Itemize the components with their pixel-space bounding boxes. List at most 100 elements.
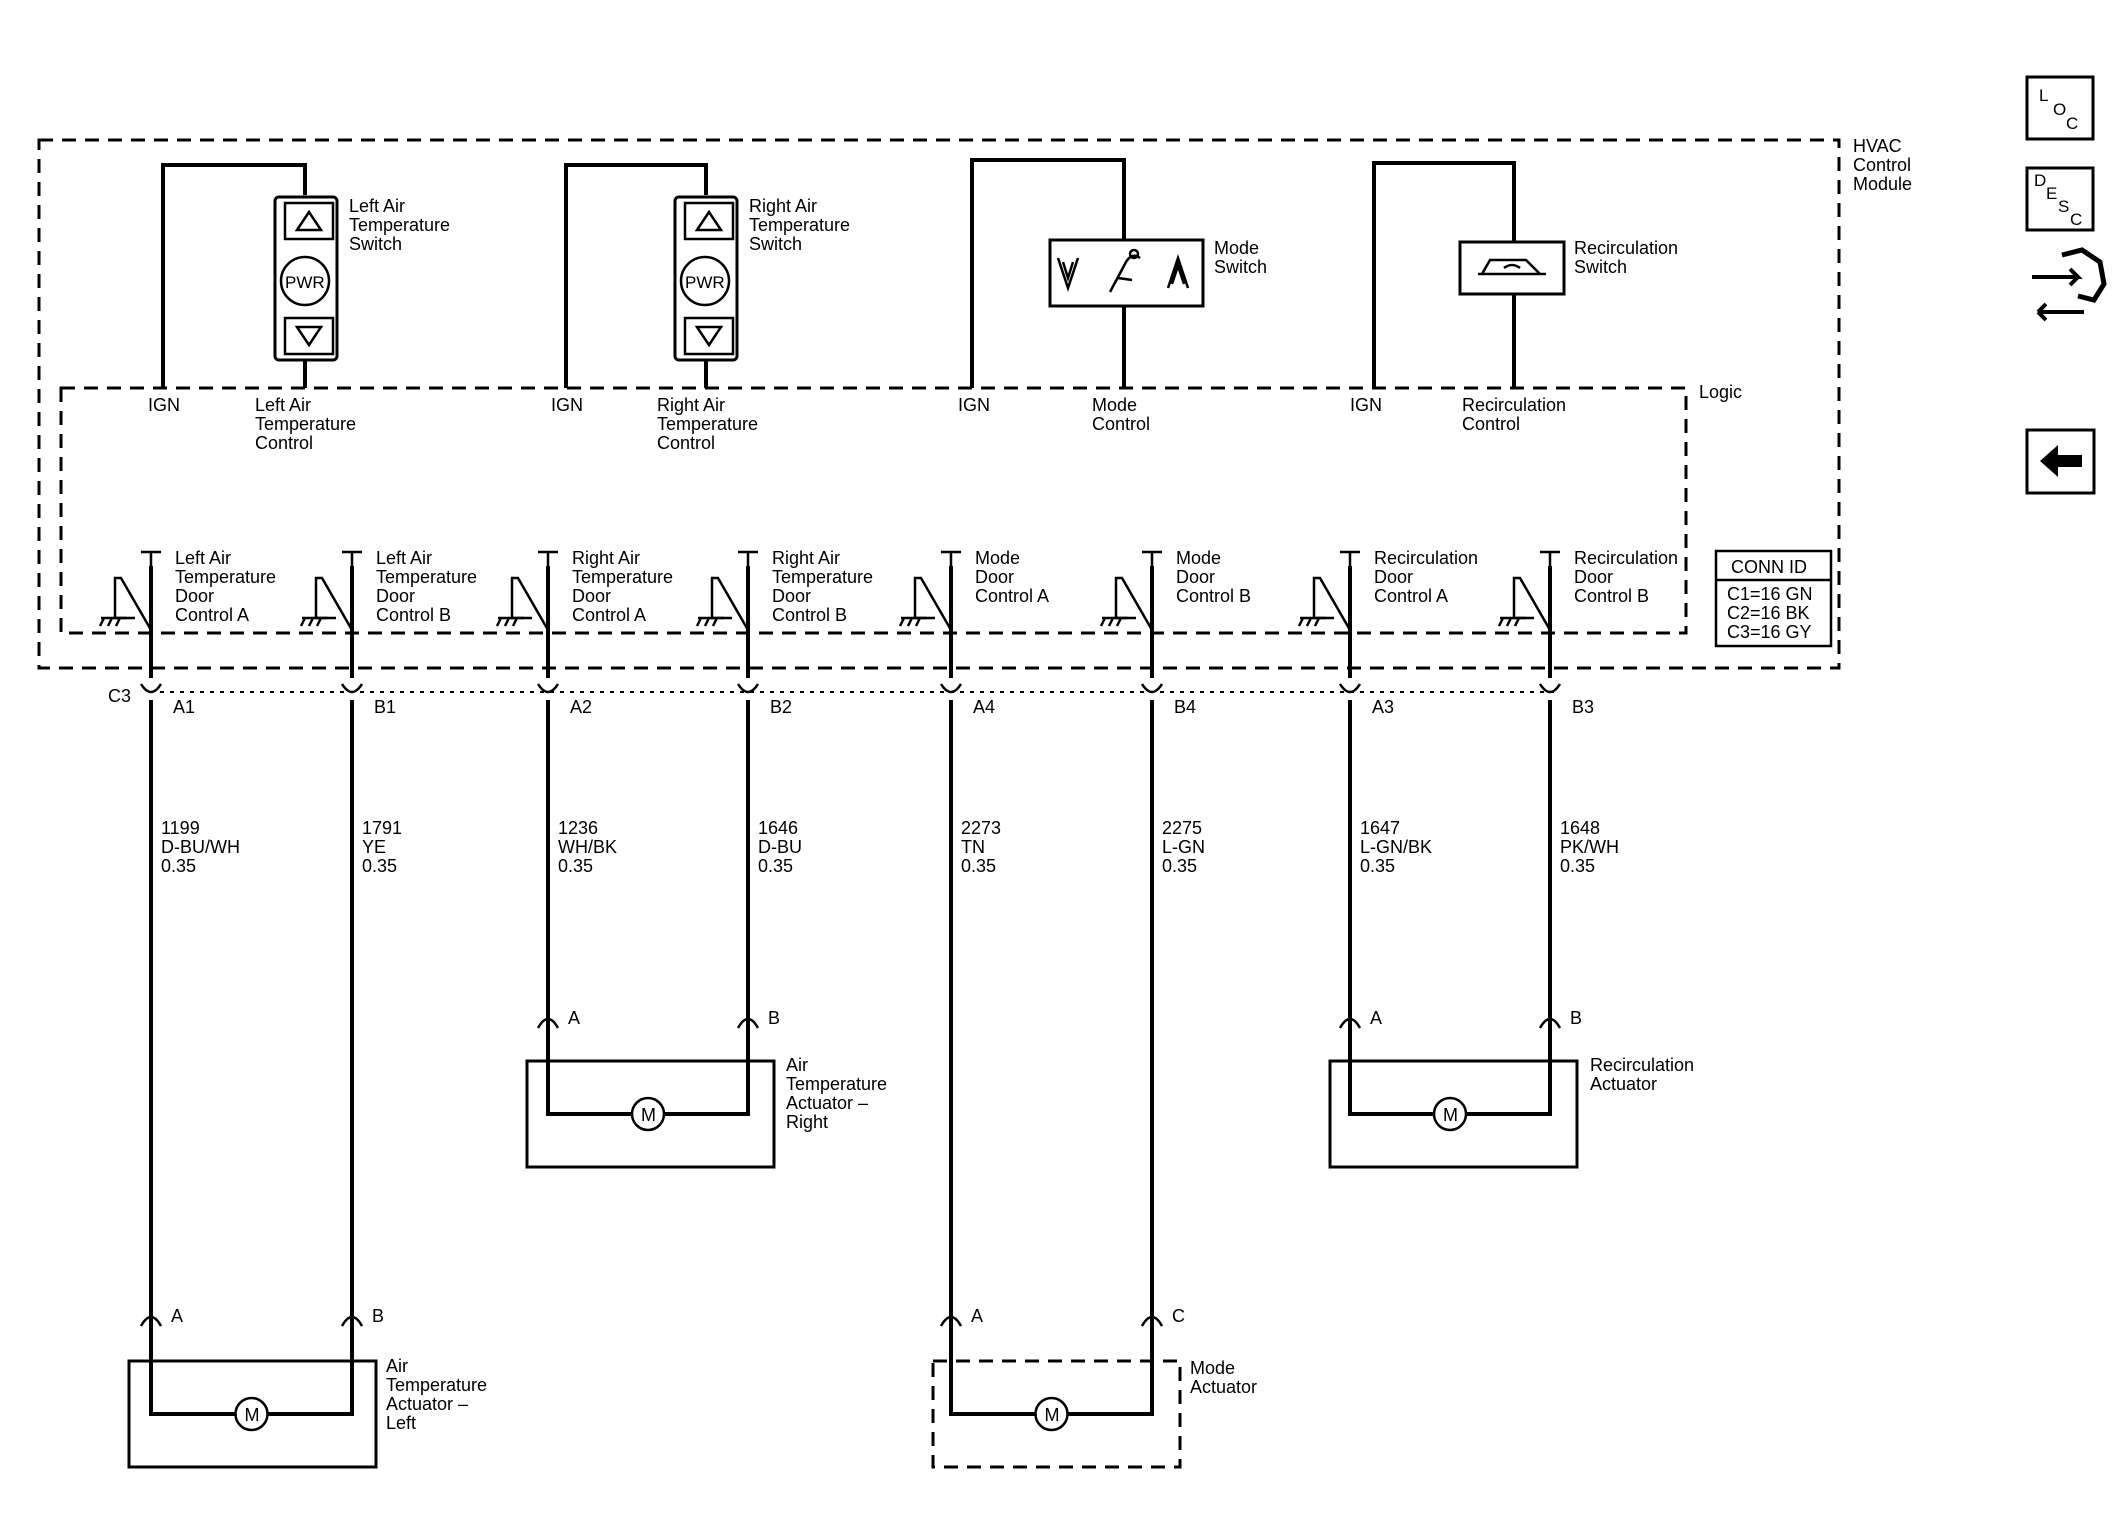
- driver-label: Door: [376, 586, 415, 606]
- circuit-number: 1236: [558, 818, 598, 838]
- actuator-label: Recirculation: [1590, 1055, 1694, 1075]
- connector-pin: [1140, 683, 1164, 694]
- actuator-label: Air: [386, 1356, 408, 1376]
- driver-label: Control A: [175, 605, 249, 625]
- pin-label: B3: [1572, 697, 1594, 717]
- ign-label-4: IGN: [1350, 395, 1382, 415]
- power-button-icon: [679, 255, 731, 307]
- conn-id-row-2: C2=16 BK: [1727, 603, 1810, 623]
- actuator-label: Temperature: [786, 1074, 887, 1094]
- actuator-pin-label: B: [1570, 1008, 1582, 1028]
- connector-icon[interactable]: [2032, 247, 2107, 322]
- ground-icon: [1099, 616, 1128, 627]
- loc-letter-o: O: [2053, 100, 2066, 119]
- actuator-pin: [939, 1315, 963, 1327]
- ground-icon: [299, 616, 328, 627]
- circuit-number: 2273: [961, 818, 1001, 838]
- driver-label: Door: [175, 586, 214, 606]
- logic-label: Logic: [1699, 382, 1742, 402]
- driver-label: Recirculation: [1574, 548, 1678, 568]
- left-switch-label-2: Temperature: [349, 215, 450, 235]
- mode-down-icon: [1056, 257, 1080, 292]
- actuator-label: Actuator –: [386, 1394, 468, 1414]
- desc-letter-s: S: [2058, 197, 2069, 216]
- motor-label: M: [1045, 1405, 1060, 1425]
- actuator-pin: [1538, 1017, 1562, 1029]
- actuator-label: Actuator –: [786, 1093, 868, 1113]
- connector-pin: [736, 683, 760, 694]
- actuator-pin-label: B: [372, 1306, 384, 1326]
- motor-lead: [1348, 1032, 1434, 1116]
- driver-label: Temperature: [572, 567, 673, 587]
- recirc-control-label-1: Recirculation: [1462, 395, 1566, 415]
- driver-switch: [1312, 576, 1352, 631]
- wire-color: L-GN: [1162, 837, 1205, 857]
- driver-label: Control A: [975, 586, 1049, 606]
- mode-control-label-2: Control: [1092, 414, 1150, 434]
- motor-icon: [234, 1396, 269, 1432]
- driver-switch: [113, 576, 153, 631]
- back-arrow-icon[interactable]: [2025, 428, 2096, 495]
- driver-label: Control A: [1374, 586, 1448, 606]
- mode-switch-label-1: Mode: [1214, 238, 1259, 258]
- recirculation-switch: [1372, 161, 1566, 388]
- actuator-pin-label: C: [1172, 1306, 1185, 1326]
- desc-button[interactable]: D E S C: [2025, 166, 2095, 232]
- actuator-housing: [525, 1059, 776, 1169]
- mode-switch-label-2: Switch: [1214, 257, 1267, 277]
- left-switch-button-label: PWR: [285, 273, 325, 292]
- desc-letter-d: D: [2034, 171, 2046, 190]
- actuator-label: Temperature: [386, 1375, 487, 1395]
- left-switch-label-3: Switch: [349, 234, 402, 254]
- actuator-housing: [931, 1359, 1182, 1469]
- circuit-number: 2275: [1162, 818, 1202, 838]
- connector-pin: [1538, 683, 1562, 694]
- motor-label: M: [1443, 1105, 1458, 1125]
- actuator-pin-label: A: [971, 1306, 983, 1326]
- loc-button[interactable]: L O C: [2025, 75, 2095, 141]
- motor-lead: [664, 1032, 750, 1116]
- ground-icon: [898, 616, 927, 627]
- ign-label-3: IGN: [958, 395, 990, 415]
- recirculation-car-icon: [1478, 258, 1546, 276]
- driver-label: Temperature: [772, 567, 873, 587]
- actuator-label: Actuator: [1590, 1074, 1657, 1094]
- wire-color: D-BU/WH: [161, 837, 240, 857]
- wire-color: D-BU: [758, 837, 802, 857]
- driver-label: Door: [1374, 567, 1413, 587]
- actuator-label: Mode: [1190, 1358, 1235, 1378]
- driver-label: Mode: [1176, 548, 1221, 568]
- driver-label: Control A: [572, 605, 646, 625]
- wire-color: YE: [362, 837, 386, 857]
- motor-lead: [1466, 1032, 1552, 1116]
- left-control-label-1: Left Air: [255, 395, 311, 415]
- connector-pin: [1338, 683, 1362, 694]
- wire-color: TN: [961, 837, 985, 857]
- up-arrow-icon: [694, 209, 724, 232]
- circuit-number: 1646: [758, 818, 798, 838]
- wire-size: 0.35: [558, 856, 593, 876]
- logic-boundary: [59, 386, 1688, 635]
- desc-letter-e: E: [2046, 184, 2057, 203]
- actuator-pin: [1338, 1017, 1362, 1029]
- recirc-control-label-2: Control: [1462, 414, 1520, 434]
- loc-letter-l: L: [2039, 86, 2048, 105]
- left-control-label-2: Temperature: [255, 414, 356, 434]
- driver-switch: [913, 576, 953, 631]
- actuator-pin-label: A: [1370, 1008, 1382, 1028]
- wire-color: WH/BK: [558, 837, 617, 857]
- driver-label: Left Air: [376, 548, 432, 568]
- actuator-label: Air: [786, 1055, 808, 1075]
- actuator-pin-label: A: [171, 1306, 183, 1326]
- connector-pin: [340, 683, 364, 694]
- left-switch-label-1: Left Air: [349, 196, 405, 216]
